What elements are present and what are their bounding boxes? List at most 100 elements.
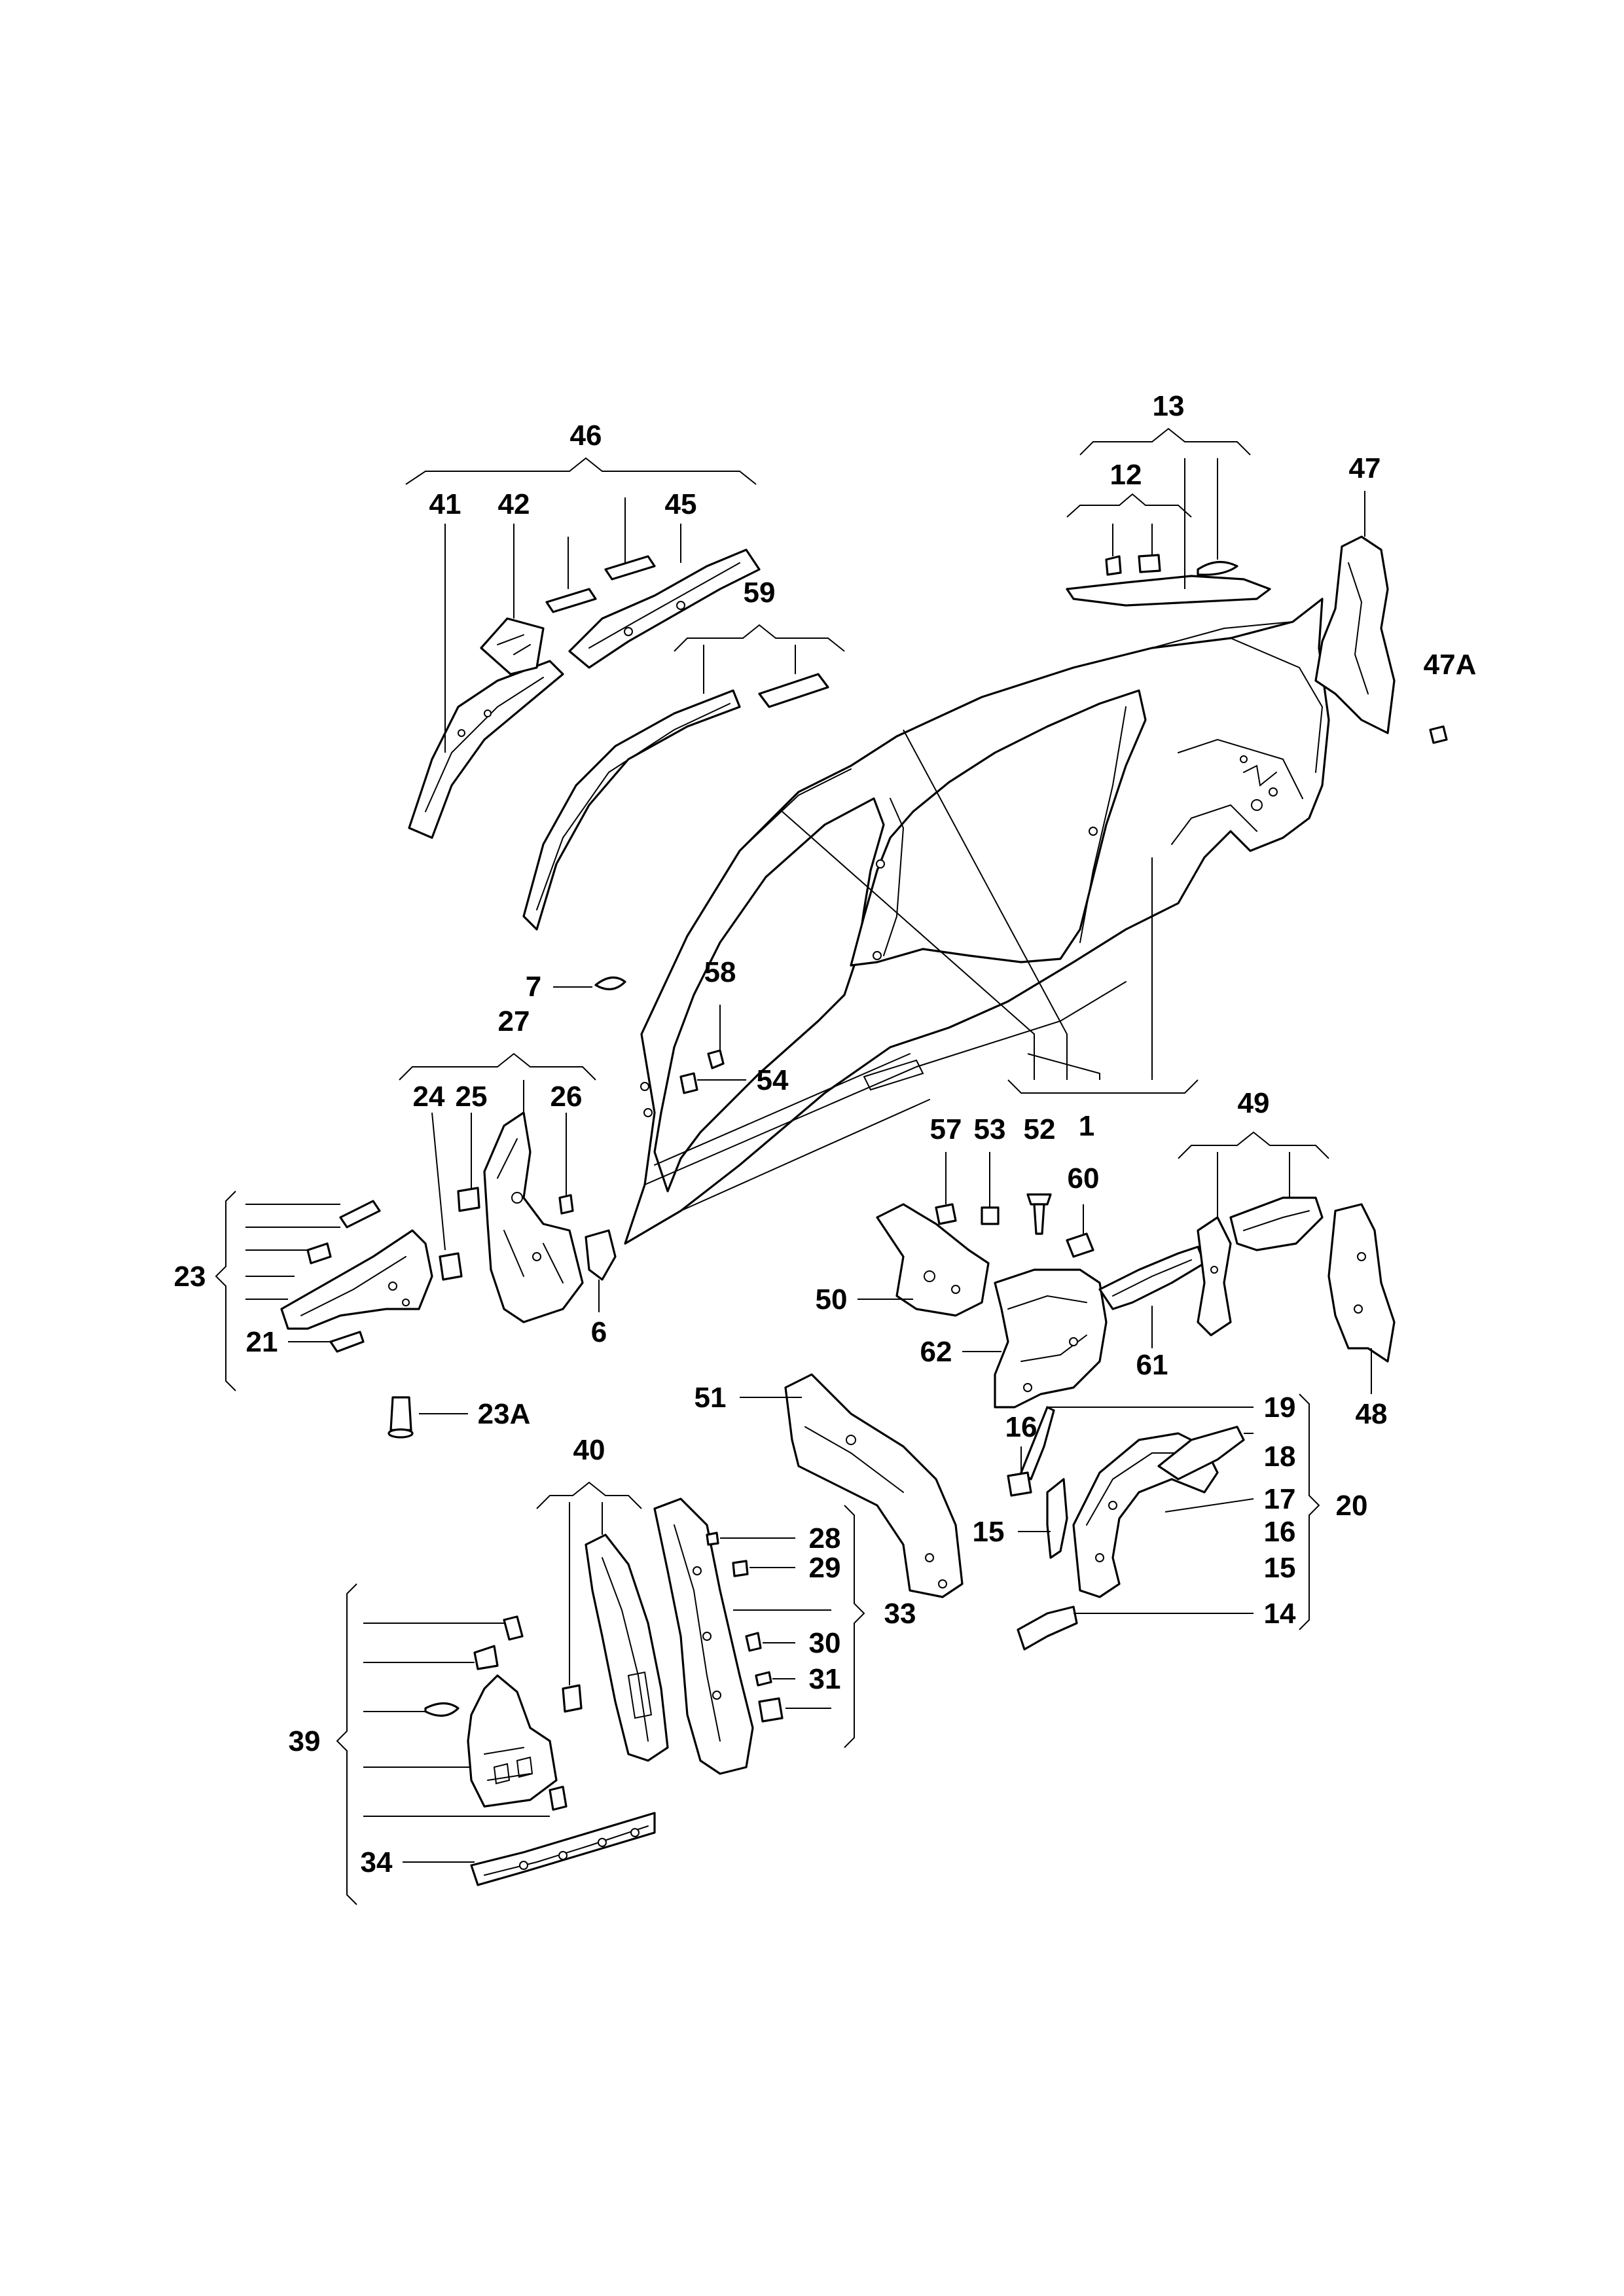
brace-40 <box>536 1481 642 1509</box>
callout-48: 48 <box>1356 1398 1388 1430</box>
callout-1: 1 <box>1079 1110 1094 1142</box>
leader-1 <box>782 729 1153 1080</box>
callout-49: 49 <box>1238 1087 1270 1119</box>
callout-52: 52 <box>1024 1113 1056 1145</box>
callout-54: 54 <box>757 1064 789 1096</box>
callout-61: 61 <box>1136 1349 1168 1381</box>
part-40-plug <box>562 1684 583 1713</box>
brace-59 <box>674 624 845 652</box>
part-13-end-cap <box>1197 560 1238 576</box>
part-33-center-pillar-inner <box>653 1498 754 1775</box>
callout-30: 30 <box>809 1627 841 1659</box>
brace-12 <box>1066 493 1192 518</box>
brace-39 <box>336 1583 357 1905</box>
brace-27 <box>399 1052 596 1081</box>
brace-23 <box>215 1191 236 1391</box>
part-23-front-pillar-assembly <box>280 1229 433 1330</box>
part-23a-pin <box>388 1396 414 1439</box>
leader-49 <box>1217 1152 1290 1217</box>
brace-1 <box>1007 1079 1199 1094</box>
brace-46 <box>405 457 757 485</box>
callout-28: 28 <box>809 1522 841 1554</box>
callout-17: 17 <box>1264 1483 1296 1515</box>
part-12-clip-b <box>1138 554 1161 573</box>
callout-12: 12 <box>1110 459 1142 491</box>
leader-17 <box>1164 1498 1254 1513</box>
callout-47: 47 <box>1349 452 1381 484</box>
callout-23a: 23A <box>478 1398 531 1430</box>
part-30-clip <box>745 1632 762 1652</box>
part-15-bracket <box>1046 1478 1068 1559</box>
part-39-clip-a <box>503 1615 524 1641</box>
leader-13 <box>1184 458 1218 589</box>
body-side-outer-panel <box>624 598 1330 1245</box>
callout-29: 29 <box>809 1552 841 1584</box>
callout-15b: 15 <box>1264 1552 1296 1584</box>
callout-47a: 47A <box>1424 649 1477 681</box>
part-42-bracket <box>480 617 545 675</box>
callout-13: 13 <box>1153 390 1185 422</box>
callout-20: 20 <box>1336 1490 1368 1522</box>
brace-20 <box>1299 1393 1320 1630</box>
part-60-clip <box>1066 1232 1094 1258</box>
brace-33 <box>844 1505 865 1748</box>
part-6-cover <box>585 1229 617 1281</box>
leader-39 <box>363 1623 550 1817</box>
part-24-plug <box>439 1252 463 1281</box>
part-58-plug <box>707 1049 725 1069</box>
callout-16b: 16 <box>1264 1516 1296 1548</box>
part-46-clip-b <box>604 555 656 581</box>
part-28-clip <box>706 1532 719 1546</box>
callout-60: 60 <box>1068 1162 1100 1194</box>
part-25-plug <box>457 1187 480 1212</box>
part-33-plug <box>758 1697 784 1723</box>
callout-27: 27 <box>498 1005 530 1037</box>
leader-12 <box>1112 524 1153 556</box>
part-39-clip-d <box>549 1785 568 1811</box>
part-18-bracket <box>1157 1426 1245 1480</box>
part-54-clip <box>679 1072 698 1094</box>
part-53-nut <box>981 1206 1000 1225</box>
callout-34: 34 <box>361 1846 393 1878</box>
part-21-bracket <box>329 1331 365 1353</box>
callout-39: 39 <box>289 1725 321 1757</box>
callout-53: 53 <box>974 1113 1006 1145</box>
part-34-sill-reinforcement <box>470 1812 656 1886</box>
part-14-bracket <box>1017 1605 1078 1651</box>
callout-57: 57 <box>930 1113 962 1145</box>
callout-41: 41 <box>429 488 461 520</box>
callout-62: 62 <box>920 1336 952 1368</box>
part-23-clip <box>306 1242 332 1265</box>
part-26-clip <box>558 1194 574 1215</box>
callout-15a: 15 <box>973 1516 1005 1548</box>
part-40-center-pillar-outer <box>585 1534 669 1762</box>
part-61-rear-rail <box>1098 1246 1206 1310</box>
part-39-pillar-base <box>467 1674 558 1808</box>
callout-42: 42 <box>498 488 530 520</box>
callout-58: 58 <box>704 956 736 988</box>
callout-21: 21 <box>246 1326 278 1358</box>
callout-6: 6 <box>591 1316 607 1348</box>
callout-16a: 16 <box>1005 1411 1038 1443</box>
leader-23 <box>245 1204 340 1300</box>
callout-23: 23 <box>174 1261 206 1293</box>
part-29-clip <box>732 1560 749 1577</box>
part-48-rear-pillar-closing <box>1327 1203 1396 1363</box>
callout-46: 46 <box>570 420 602 452</box>
part-13-roof-trim-strip <box>1066 575 1271 607</box>
part-31-clip <box>755 1671 772 1687</box>
callout-40: 40 <box>573 1434 605 1466</box>
part-45-rail-reinforcement <box>568 548 761 669</box>
leader-24 <box>431 1112 446 1251</box>
brace-49 <box>1178 1131 1329 1159</box>
callout-33: 33 <box>884 1598 916 1630</box>
part-51-rear-pillar-assembly <box>784 1373 964 1598</box>
part-16-clip <box>1007 1471 1032 1497</box>
part-57-nut <box>935 1203 957 1225</box>
part-23-strip <box>339 1200 381 1229</box>
part-49-rear-panel-a <box>1197 1216 1232 1336</box>
part-47a-plug <box>1429 725 1448 744</box>
part-59-trim-strip <box>758 673 829 708</box>
part-59-roof-rail-outer <box>522 689 741 931</box>
